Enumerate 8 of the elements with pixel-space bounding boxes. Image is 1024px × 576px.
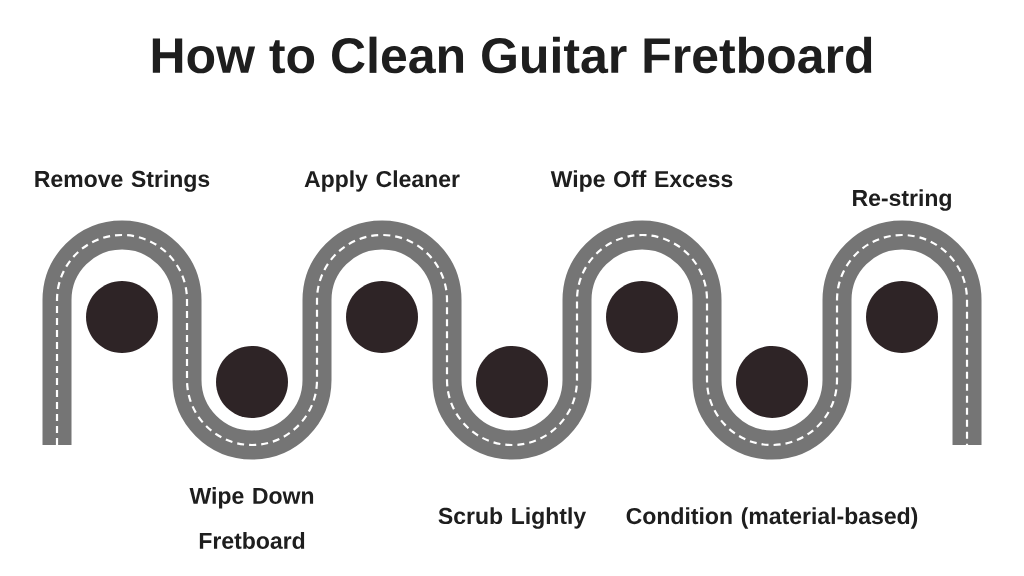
step-label: Wipe Down Fretboard <box>189 487 314 549</box>
step-label: Scrub Lightly <box>438 507 586 529</box>
title: How to Clean Guitar Fretboard <box>152 36 872 74</box>
step-label: Wipe Off Excess <box>550 170 733 192</box>
step-label: Apply Cleaner <box>304 170 460 192</box>
step-label: Remove Strings <box>35 170 210 192</box>
step-label: Re-string <box>853 189 951 211</box>
step-label: Condition (material-based) <box>626 507 918 529</box>
